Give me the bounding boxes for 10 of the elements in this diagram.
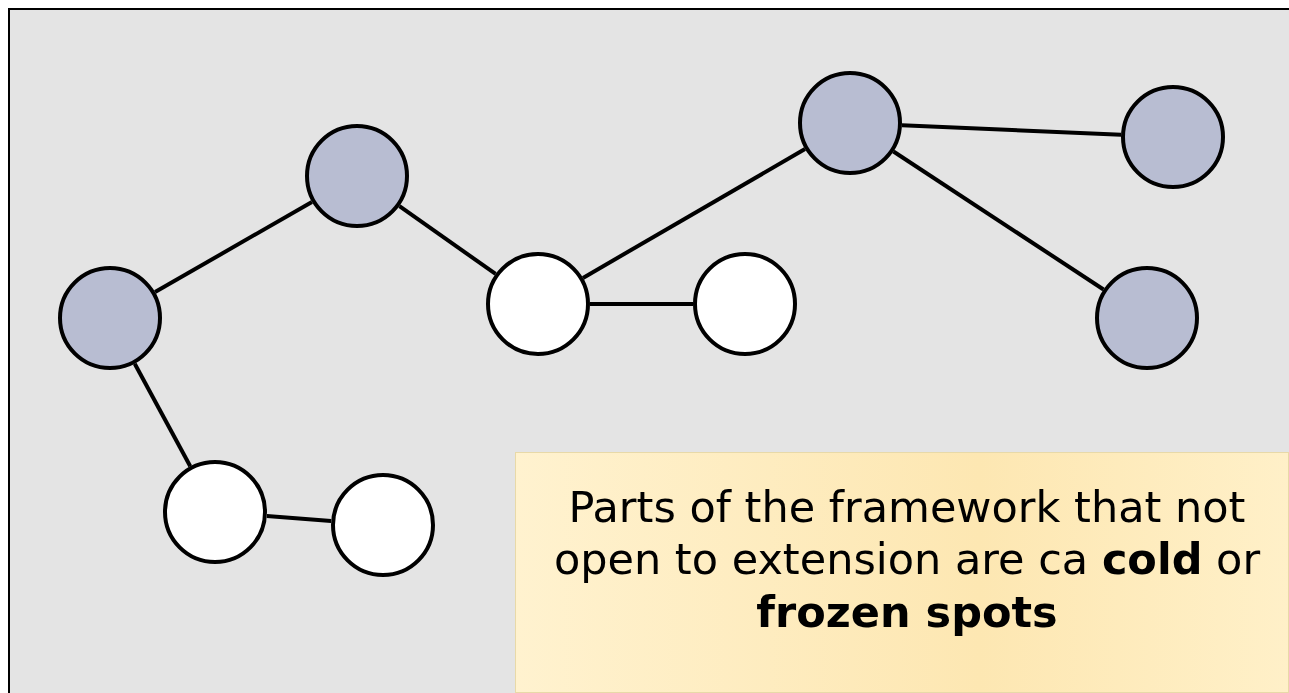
- connector-line: [892, 149, 1105, 292]
- note-text: Parts of the framework that not open to extension are ca cold or frozen spots: [552, 481, 1262, 639]
- connector-line: [266, 514, 332, 523]
- note-box: [515, 452, 1289, 693]
- connector-line: [154, 200, 313, 294]
- connector-line: [133, 362, 192, 468]
- connector-line: [581, 147, 807, 280]
- connector-line: [398, 204, 497, 276]
- connector-line: [901, 123, 1122, 137]
- connector-line: [590, 302, 693, 306]
